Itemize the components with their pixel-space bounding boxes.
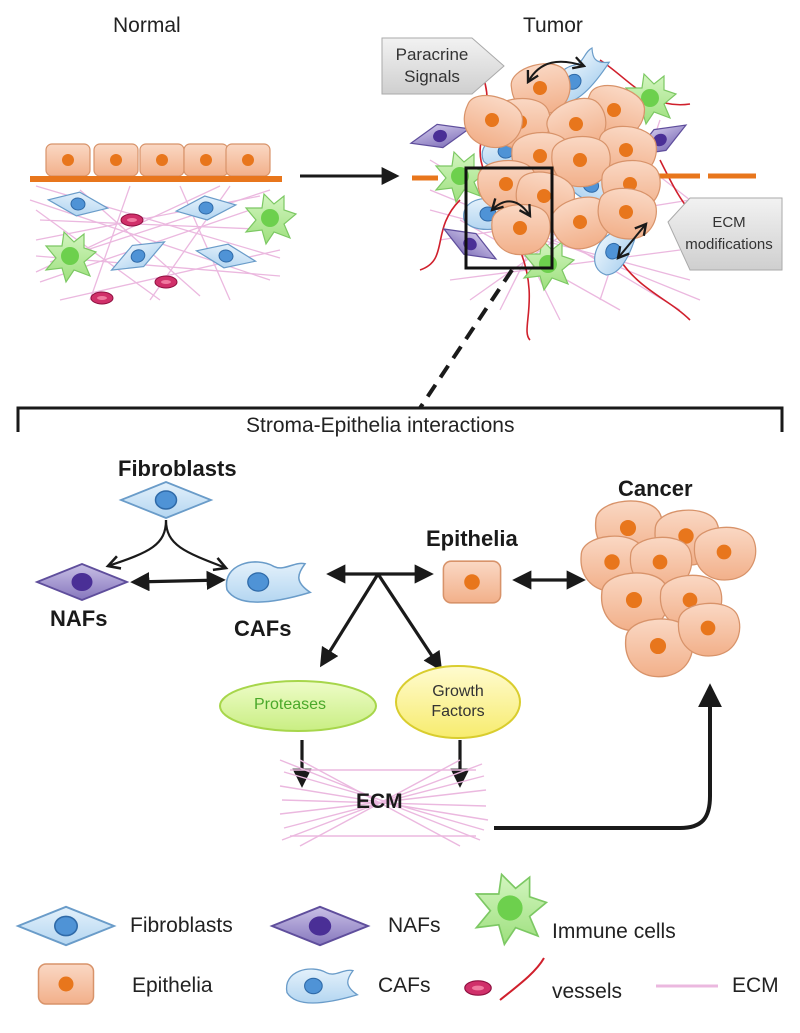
paracrine-callout-shape <box>381 37 505 95</box>
legend-ecm: ECM <box>732 974 779 997</box>
ecm-callout-text: ECM modifications <box>676 212 782 256</box>
paracrine-line-2: Signals <box>404 67 460 86</box>
legend <box>17 873 718 1005</box>
legend-epithelia: Epithelia <box>132 974 213 997</box>
ecm-callout-shape <box>667 197 783 271</box>
ecm-callout-line-1: ECM <box>712 214 746 231</box>
proteases-node <box>219 680 377 732</box>
cafs-label: CAFs <box>234 616 292 641</box>
fibroblasts-label: Fibroblasts <box>118 456 237 481</box>
interactions-title: Stroma-Epithelia interactions <box>246 414 515 437</box>
nafs-label: NAFs <box>50 606 108 631</box>
tumor-label: Tumor <box>523 14 583 37</box>
legend-cafs: CAFs <box>378 974 431 997</box>
normal-tissue <box>29 143 297 305</box>
growth-line-1: Growth <box>432 683 484 700</box>
growth-factors-node <box>395 665 521 739</box>
paracrine-callout-text: Paracrine Signals <box>384 44 480 88</box>
legend-vessels: vessels <box>552 980 623 1003</box>
cancer-label: Cancer <box>618 476 693 501</box>
legend-fibroblasts: Fibroblasts <box>130 914 233 937</box>
zoom-box <box>464 166 554 270</box>
proteases-label: Proteases <box>254 696 327 713</box>
normal-label: Normal <box>113 14 181 37</box>
epithelia-label: Epithelia <box>426 526 518 551</box>
ecm-callout-line-2: modifications <box>685 236 773 253</box>
interactions-bracket <box>16 406 784 432</box>
growth-line-2: Factors <box>431 703 485 720</box>
legend-nafs: NAFs <box>388 914 441 937</box>
growth-factors-label: Growth Factors <box>416 682 500 722</box>
zoom-dashed-line <box>418 268 514 410</box>
interactions-diagram <box>36 481 757 847</box>
ecm-label: ECM <box>356 790 403 813</box>
paracrine-line-1: Paracrine <box>395 45 469 64</box>
legend-immune-cells: Immune cells <box>552 920 676 943</box>
